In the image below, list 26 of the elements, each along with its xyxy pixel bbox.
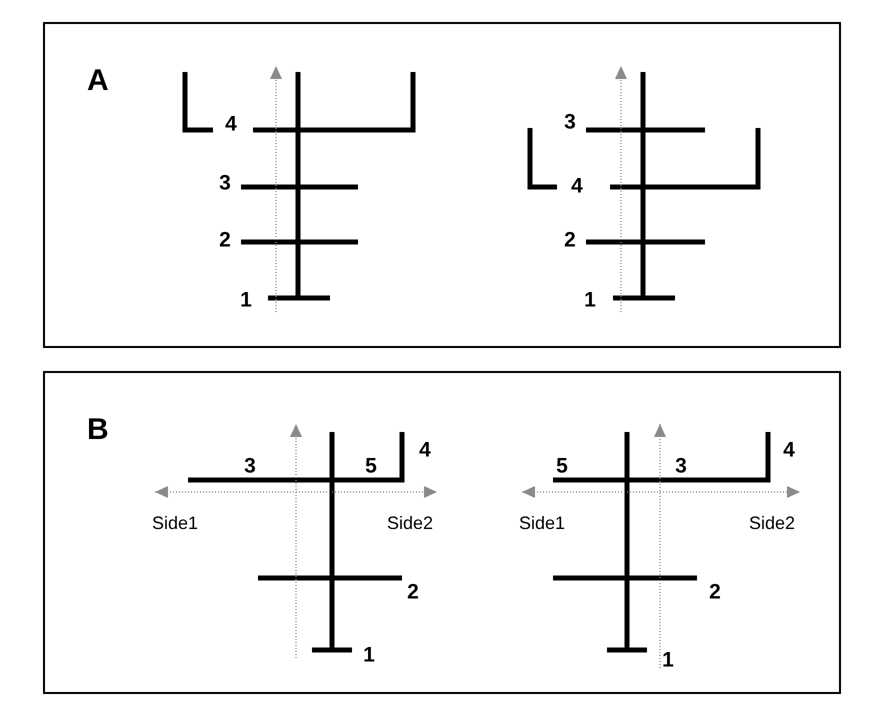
callout-number: 2 <box>709 582 721 602</box>
callout-number: 2 <box>219 230 231 250</box>
panel-frame <box>43 371 841 694</box>
callout-number: 1 <box>363 644 375 666</box>
callout-number: 4 <box>419 440 431 460</box>
callout-number: 1 <box>662 650 674 670</box>
callout-number: 1 <box>584 290 596 310</box>
callout-number: 3 <box>564 112 576 132</box>
side-label: Side1 <box>518 514 566 532</box>
callout-number: 4 <box>571 176 583 196</box>
callout-number: 3 <box>219 172 231 194</box>
callout-number: 4 <box>225 114 237 134</box>
side-label: Side1 <box>152 514 198 532</box>
callout-number: 5 <box>556 456 568 476</box>
callout-number: 2 <box>564 230 576 250</box>
callout-number: 1 <box>240 290 252 310</box>
callout-number: 3 <box>675 456 687 476</box>
panel-letter: A <box>87 66 109 96</box>
side-label: Side2 <box>386 514 434 532</box>
panel-frame <box>43 22 841 348</box>
callout-number: 4 <box>783 440 795 460</box>
callout-number: 2 <box>407 582 419 602</box>
callout-number: 3 <box>244 456 256 476</box>
side-label: Side2 <box>748 514 796 532</box>
panel-letter: B <box>87 415 109 445</box>
callout-number: 5 <box>365 456 377 476</box>
